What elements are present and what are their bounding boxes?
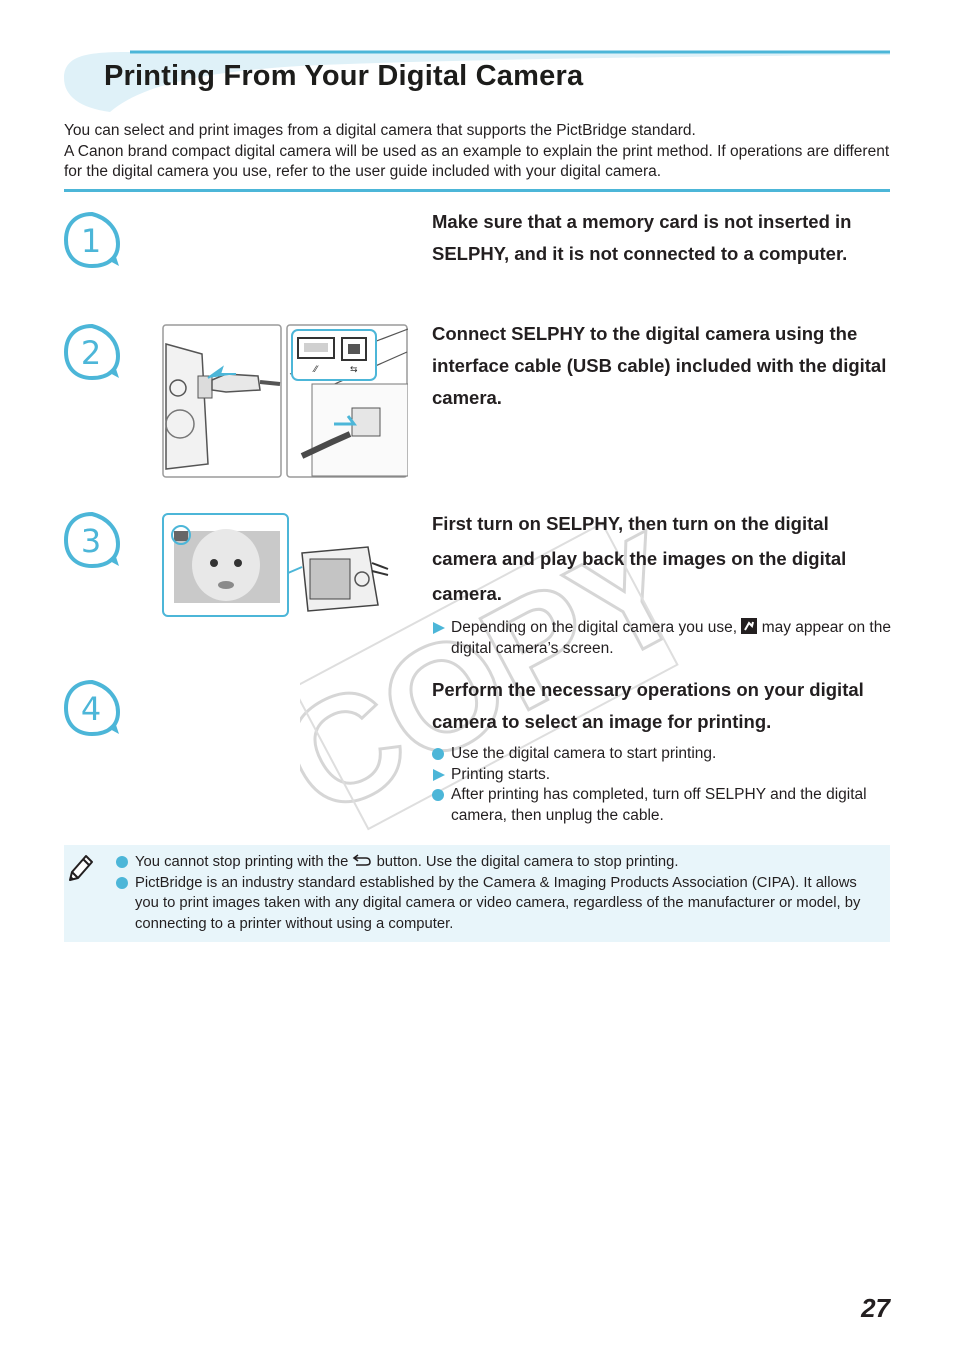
dot-bullet-icon bbox=[116, 876, 128, 889]
step-4-text: Perform the necessary operations on your… bbox=[432, 674, 892, 826]
pencil-icon bbox=[69, 855, 93, 881]
section-divider bbox=[64, 189, 890, 192]
dot-bullet-icon bbox=[116, 856, 128, 868]
arrow-bullet-icon bbox=[433, 768, 445, 781]
result-bullet: Depending on the digital camera you use,… bbox=[432, 618, 892, 659]
step-heading: First turn on SELPHY, then turn on the d… bbox=[432, 513, 847, 604]
step-number-2: 2 bbox=[62, 322, 122, 382]
arrow-bullet-icon bbox=[433, 622, 445, 634]
step-number-1: 1 bbox=[62, 210, 122, 270]
back-button-icon bbox=[353, 854, 372, 866]
pictbridge-icon bbox=[741, 618, 758, 634]
step-heading: Make sure that a memory card is not inse… bbox=[432, 211, 852, 264]
result-bullet: Printing starts. bbox=[432, 765, 892, 786]
page-title: Printing From Your Digital Camera bbox=[104, 60, 584, 92]
step-2-text: Connect SELPHY to the digital camera usi… bbox=[432, 318, 892, 414]
step-1-text: Make sure that a memory card is not inse… bbox=[432, 206, 892, 270]
step-number-3: 3 bbox=[62, 510, 122, 570]
playback-illustration bbox=[162, 513, 389, 617]
note-list: You cannot stop printing with the button… bbox=[116, 852, 880, 934]
title-banner bbox=[64, 50, 890, 112]
intro-line: You can select and print images from a d… bbox=[64, 122, 696, 139]
intro-text: You can select and print images from a d… bbox=[64, 121, 890, 183]
svg-text:4: 4 bbox=[81, 690, 101, 728]
dot-bullet-icon bbox=[432, 789, 444, 801]
step-number-4: 4 bbox=[62, 678, 122, 738]
intro-line: A Canon brand compact digital camera wil… bbox=[64, 142, 890, 181]
svg-text:2: 2 bbox=[81, 334, 101, 372]
dot-bullet-icon bbox=[432, 748, 444, 760]
svg-text:1: 1 bbox=[81, 222, 101, 260]
step-3-text: First turn on SELPHY, then turn on the d… bbox=[432, 506, 892, 659]
note-box bbox=[64, 845, 890, 942]
page-number: 27 bbox=[861, 1293, 890, 1323]
note-item: You cannot stop printing with the button… bbox=[116, 852, 880, 873]
instruction-bullet: Use the digital camera to start printing… bbox=[432, 744, 892, 765]
note-item: PictBridge is an industry standard estab… bbox=[116, 873, 880, 935]
instruction-bullet: After printing has completed, turn off S… bbox=[432, 785, 892, 826]
usb-connection-illustration: ⁄⁄ ⇆ bbox=[162, 324, 408, 478]
svg-text:3: 3 bbox=[81, 522, 101, 560]
svg-text:⇆: ⇆ bbox=[350, 365, 358, 375]
step-heading: Perform the necessary operations on your… bbox=[432, 679, 864, 732]
step-heading: Connect SELPHY to the digital camera usi… bbox=[432, 323, 887, 408]
svg-text:⁄⁄: ⁄⁄ bbox=[312, 365, 320, 375]
